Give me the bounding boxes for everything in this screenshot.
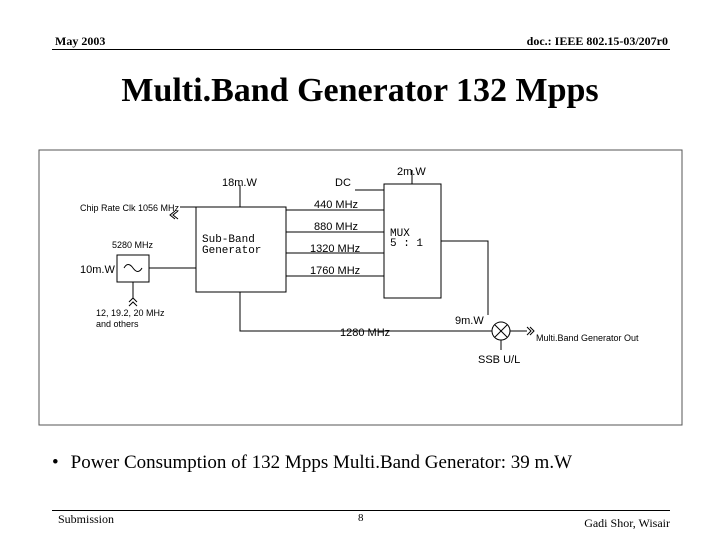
label-18mw: 18m.W	[222, 177, 257, 189]
wire-1280	[239, 292, 397, 332]
label-440: 440 MHz	[314, 199, 358, 211]
label-ref-others: and others	[96, 319, 139, 329]
sine-wave-icon	[123, 264, 143, 272]
label-10mw: 10m.W	[80, 264, 115, 276]
label-1760: 1760 MHz	[310, 265, 360, 277]
label-880: 880 MHz	[314, 221, 358, 233]
label-chip-clk: Chip Rate Clk 1056 MHz	[80, 203, 180, 213]
ref-input-arrow-icon	[128, 297, 138, 303]
chip-clk-arrow-icon	[169, 210, 176, 220]
label-subband-line1: Sub-Band	[202, 234, 255, 246]
bullet-dot: •	[52, 452, 59, 473]
slide-title: Multi.Band Generator 132 Mpps	[121, 72, 599, 109]
footer-rule	[52, 510, 670, 511]
label-mux-ratio: 5 : 1	[390, 238, 423, 250]
label-ref-freqs: 12, 19.2, 20 MHz	[96, 308, 165, 318]
label-multiband-out: Multi.Band Generator Out	[536, 333, 639, 343]
diagram-frame	[38, 149, 683, 426]
footer-author: Gadi Shor, Wisair	[584, 516, 670, 530]
label-1320: 1320 MHz	[310, 243, 360, 255]
out-arrow-icon	[526, 326, 532, 336]
header-date: May 2003	[55, 34, 106, 48]
label-1280: 1280 MHz	[340, 327, 390, 339]
footer-page-number: 8	[358, 512, 364, 524]
bullet-power-consumption: • Power Consumption of 132 Mpps Multi.Ban…	[52, 452, 572, 474]
label-5280: 5280 MHz	[112, 240, 154, 250]
label-9mw: 9m.W	[455, 315, 484, 327]
label-subband-line2: Generator	[202, 245, 261, 257]
footer-submission: Submission	[58, 512, 115, 526]
label-2mw: 2m.W	[397, 166, 426, 178]
label-dc: DC	[335, 177, 351, 189]
sub-band-generator-block	[195, 206, 287, 293]
label-mux: MUX	[390, 228, 410, 240]
bullet-text: Power Consumption of 132 Mpps Multi.Band…	[70, 452, 573, 473]
wire-mux-out	[441, 240, 489, 315]
header-rule	[52, 49, 670, 50]
header-doc-id: doc.: IEEE 802.15-03/207r0	[526, 34, 668, 48]
label-ssb: SSB U/L	[478, 354, 520, 366]
